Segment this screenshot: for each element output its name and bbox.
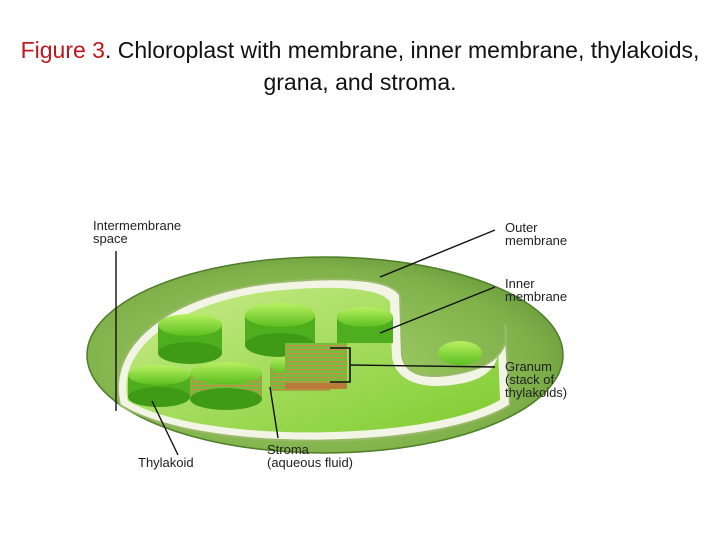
- label-granum-line3: thylakoids): [505, 385, 568, 400]
- label-inner-line1: Inner: [505, 276, 535, 291]
- figure-number: Figure 3: [20, 37, 105, 63]
- label-stroma: Stroma (aqueous fluid): [267, 443, 353, 469]
- label-granum: Granum (stack of thylakoids): [505, 360, 567, 399]
- label-inner-line2: membrane: [505, 289, 568, 304]
- label-outer-line2: membrane: [505, 233, 568, 248]
- label-intermembrane-line1: Intermembrane: [93, 218, 182, 233]
- label-intermembrane-line2: space: [93, 231, 128, 246]
- label-outer-membrane: Outer membrane: [505, 221, 567, 247]
- label-outer-line1: Outer: [505, 220, 538, 235]
- label-granum-line2: (stack of: [505, 372, 555, 387]
- chloroplast-diagram: [86, 229, 564, 456]
- caption-text: . Chloroplast with membrane, inner membr…: [104, 37, 700, 95]
- label-thylakoid: Thylakoid: [138, 455, 194, 470]
- label-inner-membrane: Inner membrane: [505, 277, 567, 303]
- leader-lines: [115, 229, 496, 456]
- granum-stack: [285, 343, 347, 389]
- label-stroma-line2: (aqueous fluid): [267, 455, 353, 470]
- label-granum-line1: Granum: [505, 359, 552, 374]
- label-stroma-line1: Stroma: [267, 442, 309, 457]
- figure-caption: Figure 3. Chloroplast with membrane, inn…: [0, 34, 720, 98]
- label-intermembrane: Intermembrane space: [93, 219, 181, 245]
- grana-back: [158, 303, 482, 365]
